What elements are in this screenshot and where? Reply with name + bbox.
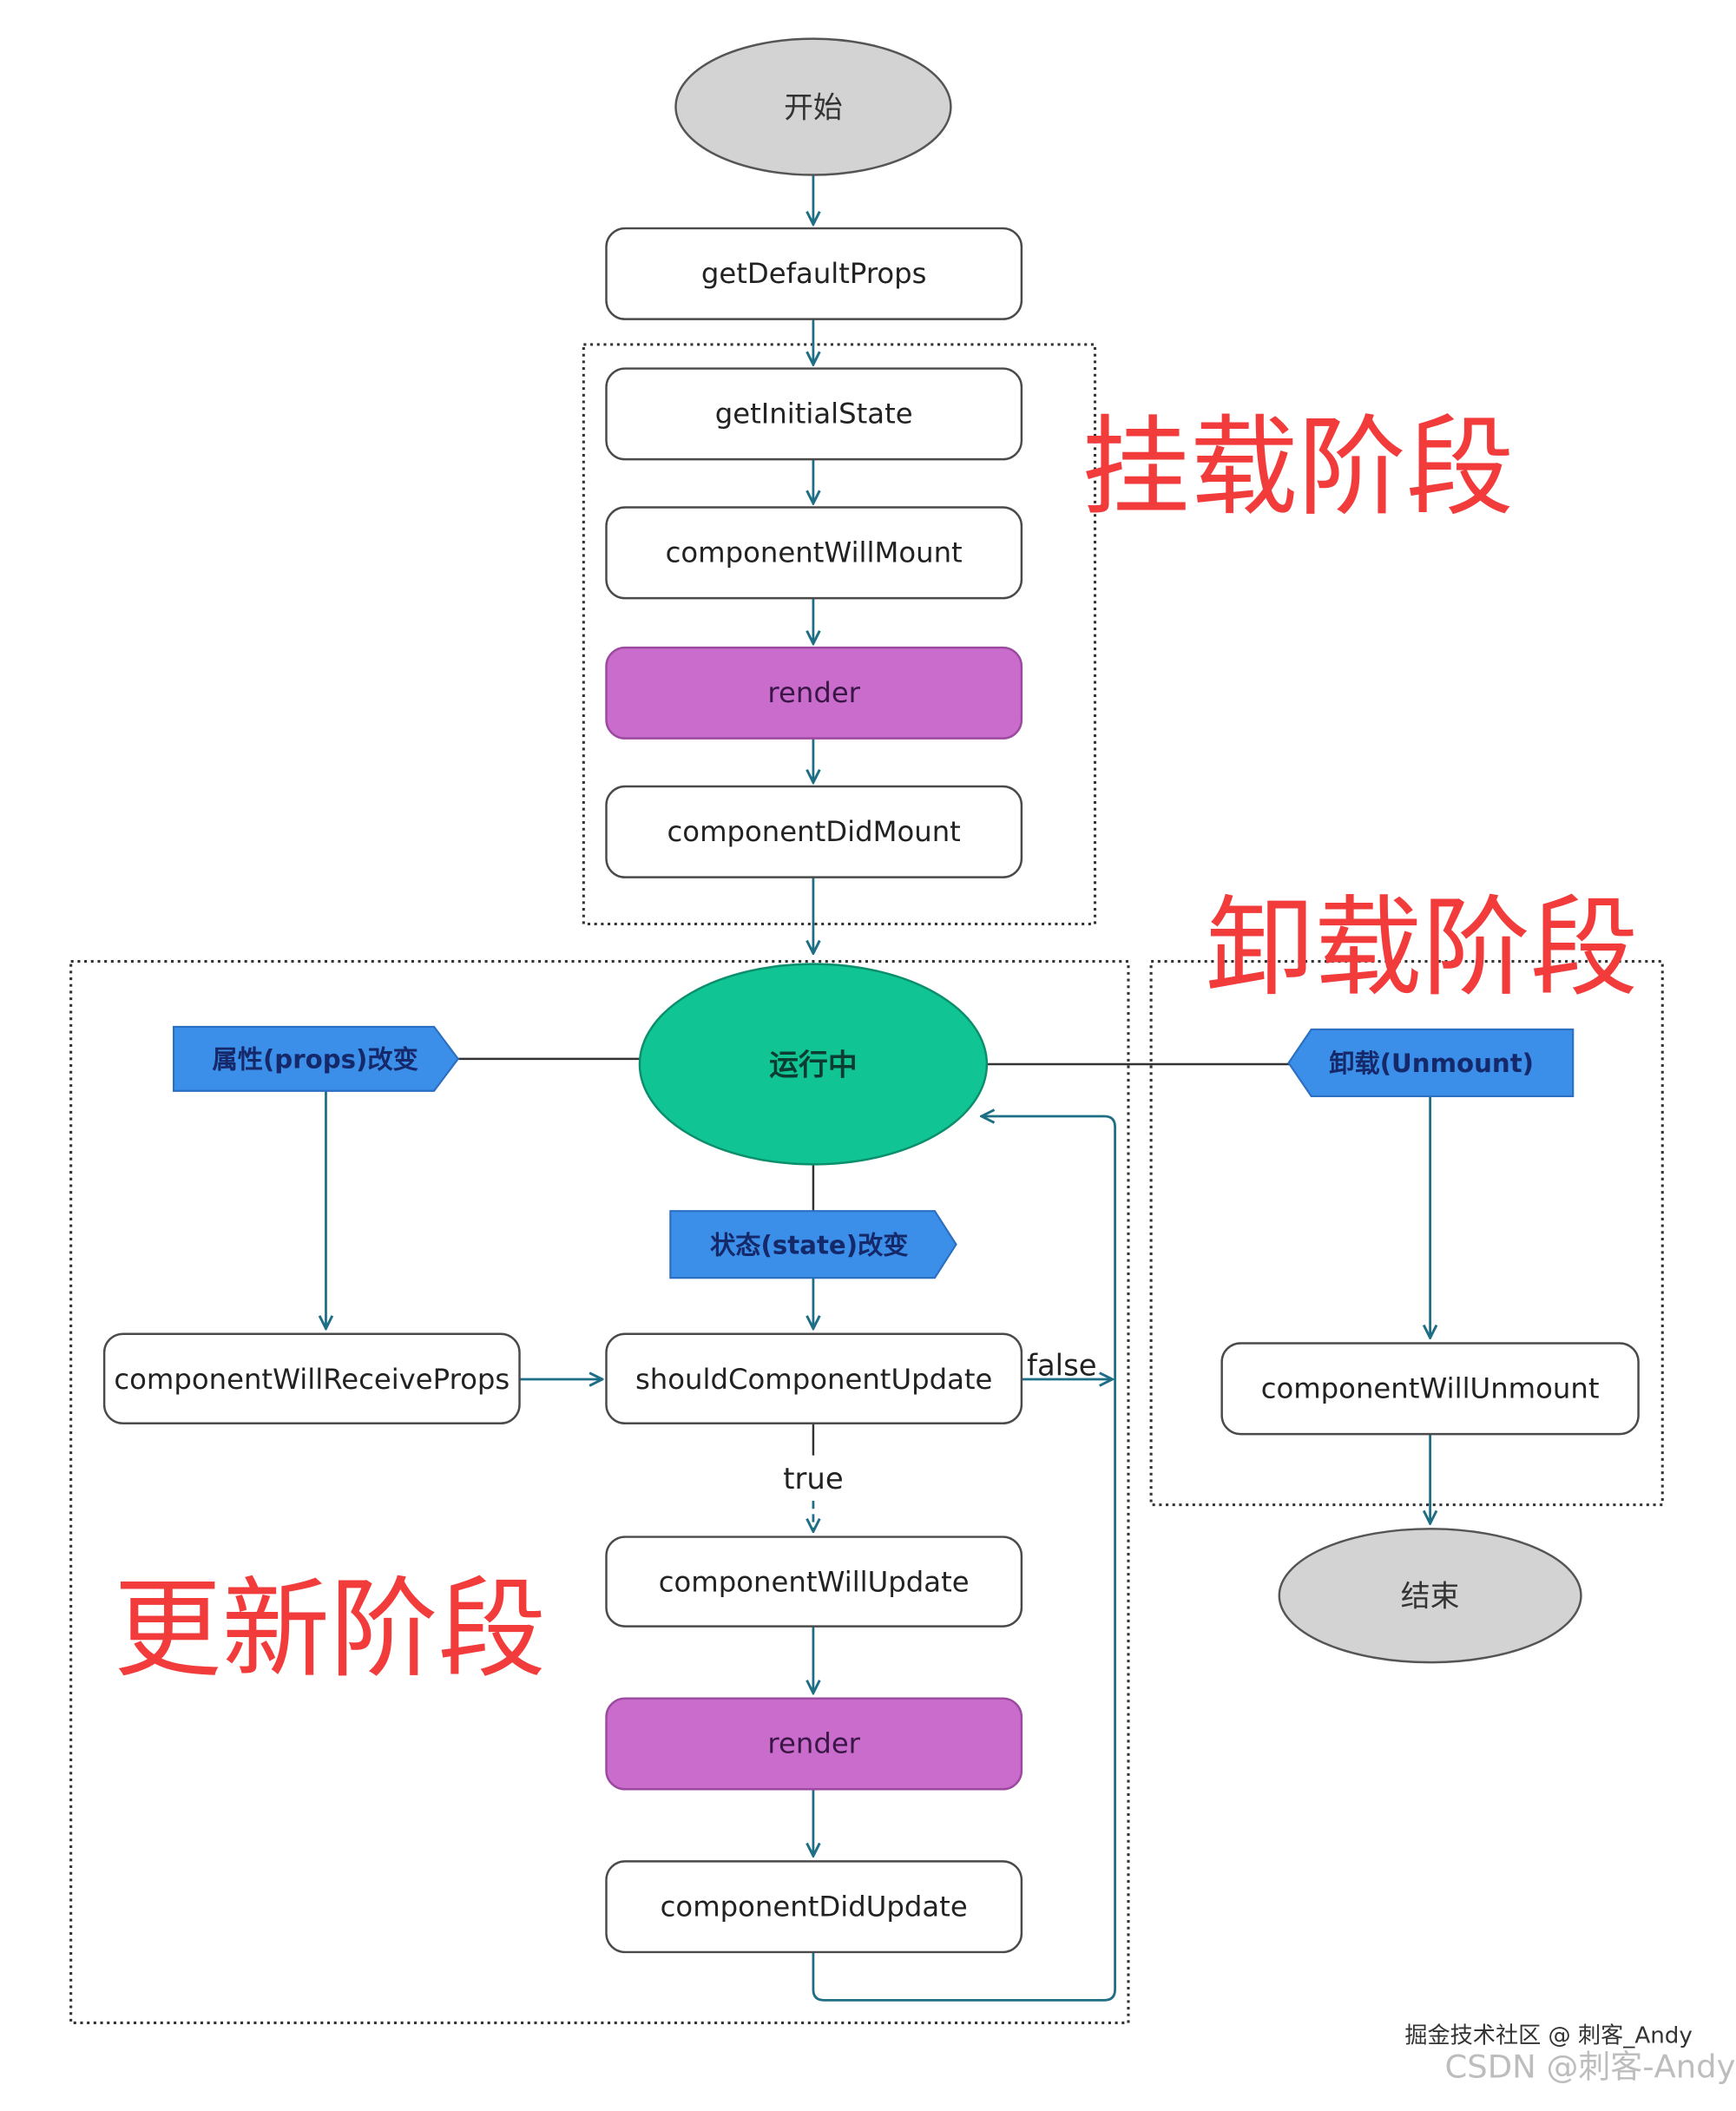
unmount-phase-label: 卸载阶段 (1206, 885, 1638, 1011)
component-will-receive-props-node (102, 1332, 521, 1425)
component-will-mount-label: componentWillMount (666, 536, 963, 569)
unmount-trigger-label: 卸载(Unmount) (1329, 1049, 1534, 1078)
should-update-false-label: false (1027, 1348, 1096, 1382)
component-will-update-label: componentWillUpdate (659, 1566, 970, 1599)
component-did-mount-label: componentDidMount (667, 815, 961, 848)
mount-render-node (605, 646, 1023, 740)
get-initial-state-label: getInitialState (715, 398, 913, 431)
state-change-label: 状态(state)改变 (710, 1230, 908, 1259)
component-did-update-label: componentDidUpdate (661, 1890, 968, 1923)
mount-render-label: render (767, 676, 860, 709)
update-render-label: render (767, 1727, 860, 1760)
mount-phase-label: 挂载阶段 (1082, 404, 1514, 530)
get-initial-state-node (605, 367, 1023, 461)
component-will-update-node (605, 1536, 1023, 1628)
unmount-trigger (1287, 1028, 1575, 1097)
end-label: 结束 (1401, 1580, 1460, 1614)
update-render-node (605, 1697, 1023, 1791)
end-node (1278, 1528, 1582, 1664)
juejin-watermark: 掘金技术社区 @ 刺客_Andy (1404, 2023, 1692, 2049)
component-will-unmount-node (1220, 1342, 1640, 1436)
running-label: 运行中 (769, 1048, 857, 1082)
should-component-update-node (605, 1332, 1023, 1425)
start-node (674, 37, 952, 176)
component-will-receive-props-label: componentWillReceiveProps (114, 1363, 510, 1396)
get-default-props-label: getDefaultProps (701, 257, 927, 290)
state-change-trigger (669, 1210, 957, 1279)
update-phase-label: 更新阶段 (114, 1567, 546, 1693)
start-label: 开始 (784, 90, 843, 124)
running-node (638, 963, 989, 1166)
should-update-true-label: true (783, 1462, 843, 1496)
get-default-props-node (605, 227, 1023, 320)
props-change-trigger (173, 1025, 460, 1092)
component-did-update-node (605, 1860, 1023, 1954)
component-will-mount-node (605, 506, 1023, 600)
arrow-did-update-loop-to-running (812, 1116, 1116, 2002)
unmount-phase-group (1149, 960, 1664, 1507)
should-component-update-label: shouldComponentUpdate (635, 1363, 992, 1396)
component-will-unmount-label: componentWillUnmount (1261, 1372, 1600, 1405)
component-did-mount-node (605, 785, 1023, 878)
update-phase-group (69, 960, 1130, 2025)
csdn-watermark: CSDN @刺客-Andy (1445, 2049, 1736, 2086)
props-change-label: 属性(props)改变 (213, 1045, 418, 1075)
